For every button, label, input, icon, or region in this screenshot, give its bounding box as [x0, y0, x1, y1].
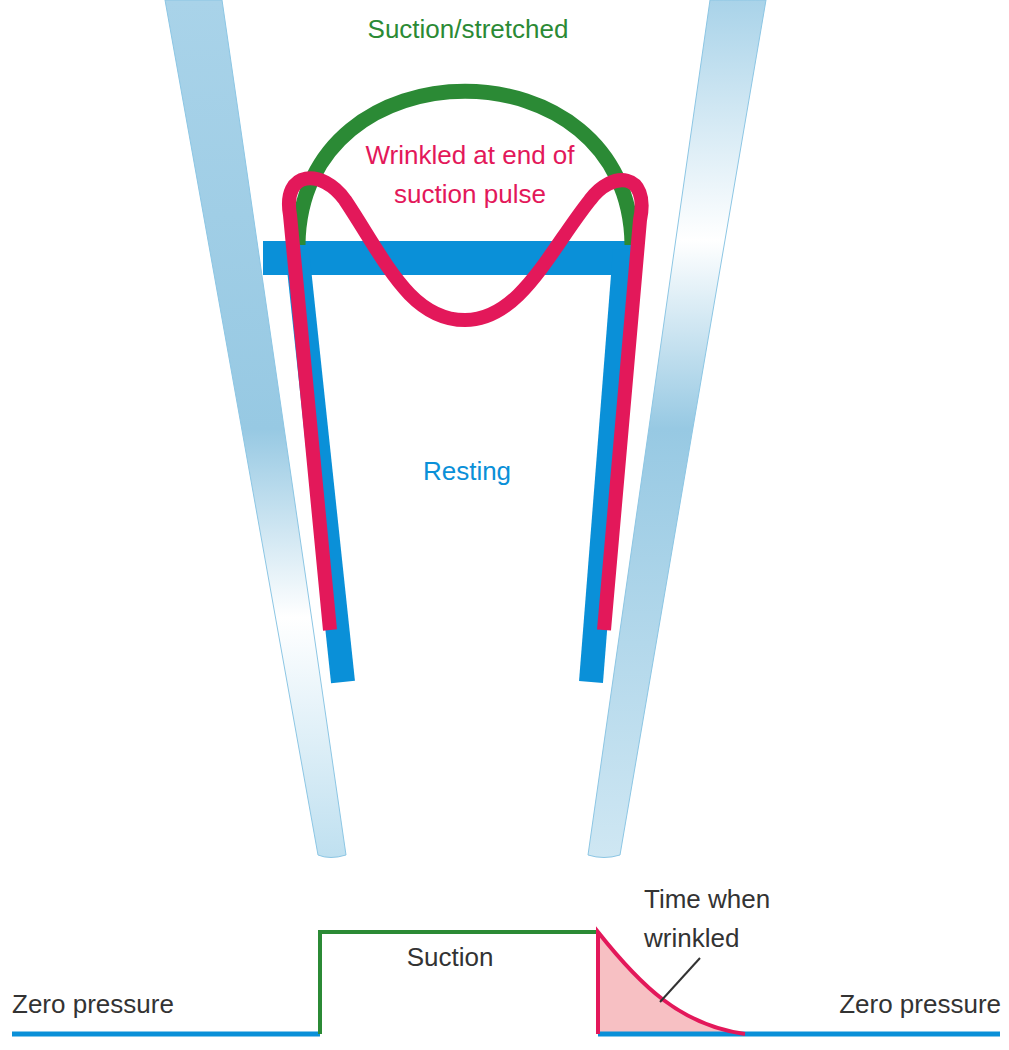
state-label: Suction/stretched [318, 10, 618, 49]
leader-line [660, 958, 700, 1002]
resting-membrane [263, 241, 642, 275]
pipette-wall [165, 0, 346, 858]
trace-label: Zero pressure [781, 985, 1001, 1024]
trace-label: Suction [370, 938, 530, 977]
suction-pulse [320, 932, 598, 1034]
zero-pressure-line [598, 1032, 1000, 1037]
state-label: Wrinkled at end of suction pulse [345, 136, 595, 214]
wrinkled-membrane [289, 178, 642, 630]
state-label: Resting [387, 452, 547, 491]
zero-pressure-line [12, 1032, 320, 1037]
callout-label: Time when wrinkled [644, 880, 814, 958]
trace-label: Zero pressure [12, 985, 232, 1024]
